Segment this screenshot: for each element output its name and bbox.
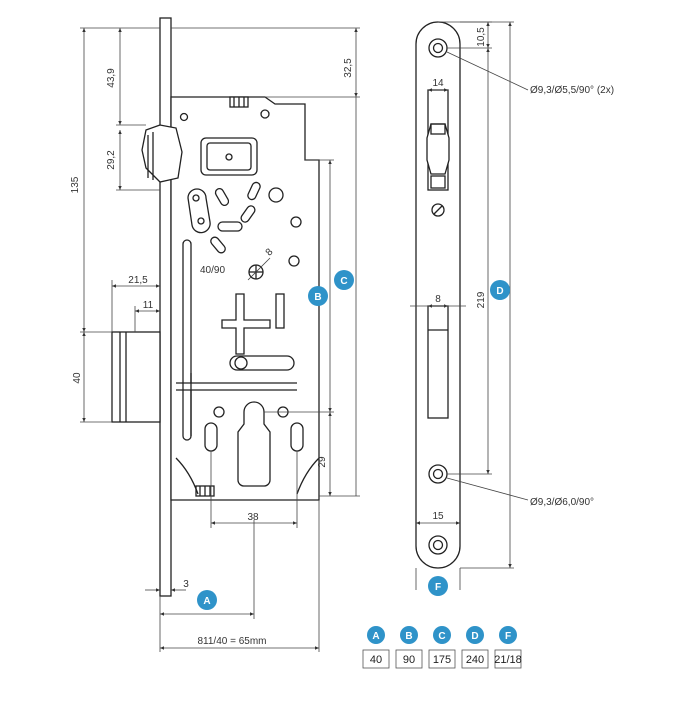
legend-letter: D: [471, 631, 478, 642]
legend-item: C 175: [428, 626, 456, 669]
faceplate: [159, 17, 172, 597]
legend-table: A 40 B 90 C 175 D 240 F 21/18: [362, 626, 522, 669]
dim-15: 15: [432, 511, 444, 522]
legend-item: F 21/18: [494, 626, 522, 669]
dim-29-2: 29,2: [106, 150, 117, 170]
dim-38: 38: [247, 512, 259, 523]
screw-hole-bottom: [428, 535, 448, 555]
legend-badge: [367, 626, 385, 644]
dim-14: 14: [432, 78, 444, 89]
dimensions-left: [80, 27, 360, 652]
legend-badge: [499, 626, 517, 644]
legend-letter: F: [505, 631, 511, 642]
legend-value: 40: [370, 654, 382, 666]
latch-window: [200, 137, 258, 176]
legend-value-box: [428, 649, 456, 669]
legend-value-box: [494, 649, 522, 669]
dim-135: 135: [70, 176, 81, 193]
legend-value: 90: [403, 654, 415, 666]
svg-text:F: F: [435, 582, 441, 593]
svg-text:A: A: [203, 596, 210, 607]
dim-32-5: 32,5: [343, 58, 354, 78]
dim-219: 219: [476, 291, 487, 308]
legend-badge: [400, 626, 418, 644]
legend-item: A 40: [362, 626, 390, 669]
badge-b: B: [308, 286, 328, 306]
legend-letter: C: [438, 631, 445, 642]
latch-bolt: [141, 124, 183, 183]
dim-29: 29: [317, 456, 328, 468]
hole-bottom-spec: Ø9,3/Ø6,0/90°: [530, 497, 594, 508]
svg-text:B: B: [314, 292, 321, 303]
badge-f: F: [428, 576, 448, 596]
legend-letter: B: [405, 631, 412, 642]
legend-value: 240: [466, 654, 484, 666]
legend-value-box: [395, 649, 423, 669]
legend-value: 21/18: [494, 654, 522, 666]
legend-value-box: [461, 649, 489, 669]
dimension-labels: 135 43,9 29,2 21,5 11 40 32,5 40/90 8 29…: [70, 27, 614, 647]
legend-value-box: [362, 649, 390, 669]
dead-bolt: [111, 331, 161, 423]
latch-front: [426, 123, 450, 175]
badge-c: C: [334, 270, 354, 290]
lock-case: [170, 96, 320, 501]
dim-21-5: 21,5: [128, 275, 148, 286]
cross-slot: [221, 293, 271, 355]
svg-text:D: D: [496, 286, 503, 297]
dimensions-right: [410, 21, 529, 590]
svg-text:C: C: [340, 276, 347, 287]
legend-badge: [466, 626, 484, 644]
lock-side-view: [111, 17, 320, 597]
legend-item: D 240: [461, 626, 489, 669]
hole-top-spec: Ø9,3/Ø5,5/90° (2x): [530, 85, 614, 96]
dim-3: 3: [183, 579, 189, 590]
legend-item: B 90: [395, 626, 423, 669]
cylinder-hole: [237, 401, 271, 487]
legend-value: 175: [433, 654, 451, 666]
dim-10-5: 10,5: [476, 27, 487, 47]
dim-8-slot: 8: [435, 294, 441, 305]
dim-40-90: 40/90: [200, 265, 225, 276]
dim-backset: 811/40 = 65mm: [197, 636, 266, 647]
dim-11: 11: [143, 300, 154, 311]
badge-a: A: [197, 590, 217, 610]
dim-40: 40: [72, 372, 83, 384]
legend-badge: [433, 626, 451, 644]
dim-43-9: 43,9: [106, 68, 117, 88]
badge-d: D: [490, 280, 510, 300]
legend-letter: A: [372, 631, 379, 642]
